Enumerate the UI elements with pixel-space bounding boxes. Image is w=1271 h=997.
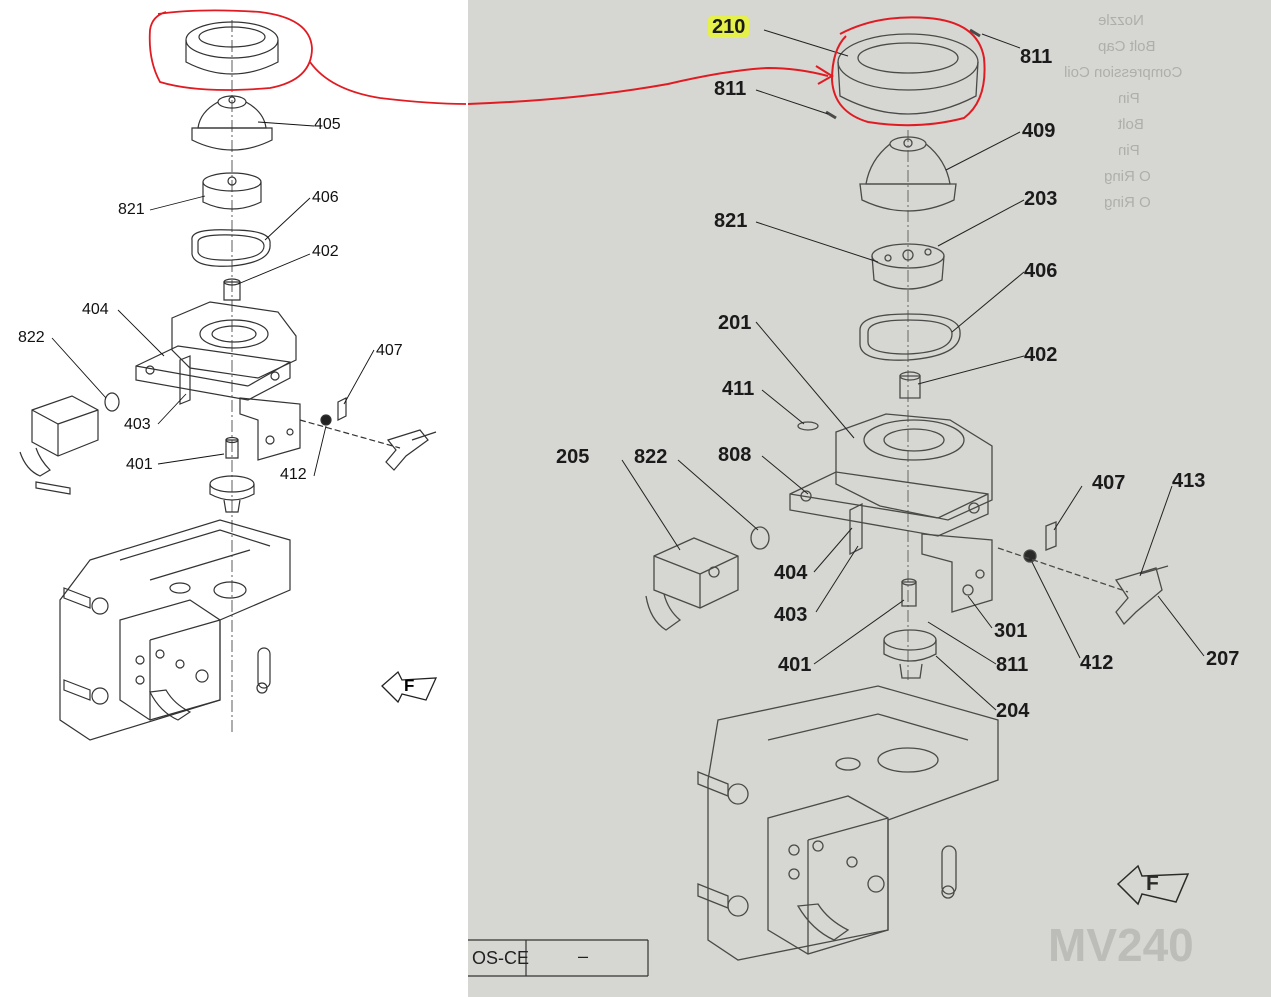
callout-811-bottom: 811 xyxy=(996,654,1029,676)
callout-811-top: 811 xyxy=(1020,46,1053,68)
callout-403: 403 xyxy=(774,604,808,626)
callout-406: 406 xyxy=(312,189,339,206)
left-exploded-view xyxy=(19,9,467,741)
callout-822: 822 xyxy=(18,329,45,346)
callout-205: 205 xyxy=(556,446,590,468)
callout-207: 207 xyxy=(1206,648,1240,670)
callout-822: 822 xyxy=(634,446,668,468)
callout-210-text: 210 xyxy=(708,16,750,38)
callout-210: 210 xyxy=(708,16,750,39)
callout-412: 412 xyxy=(280,466,307,483)
callout-402: 402 xyxy=(1024,344,1058,366)
callout-201: 201 xyxy=(718,312,752,334)
callout-404: 404 xyxy=(82,301,109,318)
callout-412: 412 xyxy=(1080,652,1114,674)
callout-401: 401 xyxy=(778,654,812,676)
callout-811-left: 811 xyxy=(714,78,747,100)
callout-403: 403 xyxy=(124,416,151,433)
title-block-dash: – xyxy=(578,946,589,966)
left-drawing-panel: 405 821 406 402 404 822 407 403 401 412 … xyxy=(0,0,468,997)
title-block-fragment: OS-CE xyxy=(472,948,530,968)
red-annotation-right xyxy=(468,16,986,127)
callout-204: 204 xyxy=(996,700,1030,722)
callout-407: 407 xyxy=(1092,472,1126,494)
callout-821: 821 xyxy=(118,201,145,218)
callout-407: 407 xyxy=(376,342,403,359)
front-direction-mark-left: F xyxy=(380,668,440,704)
right-exploded-view xyxy=(468,16,1205,977)
watermark-text: MV240 xyxy=(1048,919,1194,971)
red-annotation-left xyxy=(148,9,467,105)
callout-402: 402 xyxy=(312,243,339,260)
callout-409: 409 xyxy=(1022,120,1056,142)
callout-411: 411 xyxy=(722,378,755,400)
callout-406: 406 xyxy=(1024,260,1058,282)
callout-203: 203 xyxy=(1024,188,1058,210)
callout-413: 413 xyxy=(1172,470,1206,492)
front-direction-mark-right: F xyxy=(1116,862,1192,906)
callout-404: 404 xyxy=(774,562,808,584)
callout-405: 405 xyxy=(314,116,341,133)
right-photo-panel: Nozzle Bolt Cap Compression Coil Pin Bol… xyxy=(468,0,1271,997)
callout-401: 401 xyxy=(126,456,153,473)
callout-821: 821 xyxy=(714,210,748,232)
callout-808: 808 xyxy=(718,444,752,466)
callout-301: 301 xyxy=(994,620,1028,642)
